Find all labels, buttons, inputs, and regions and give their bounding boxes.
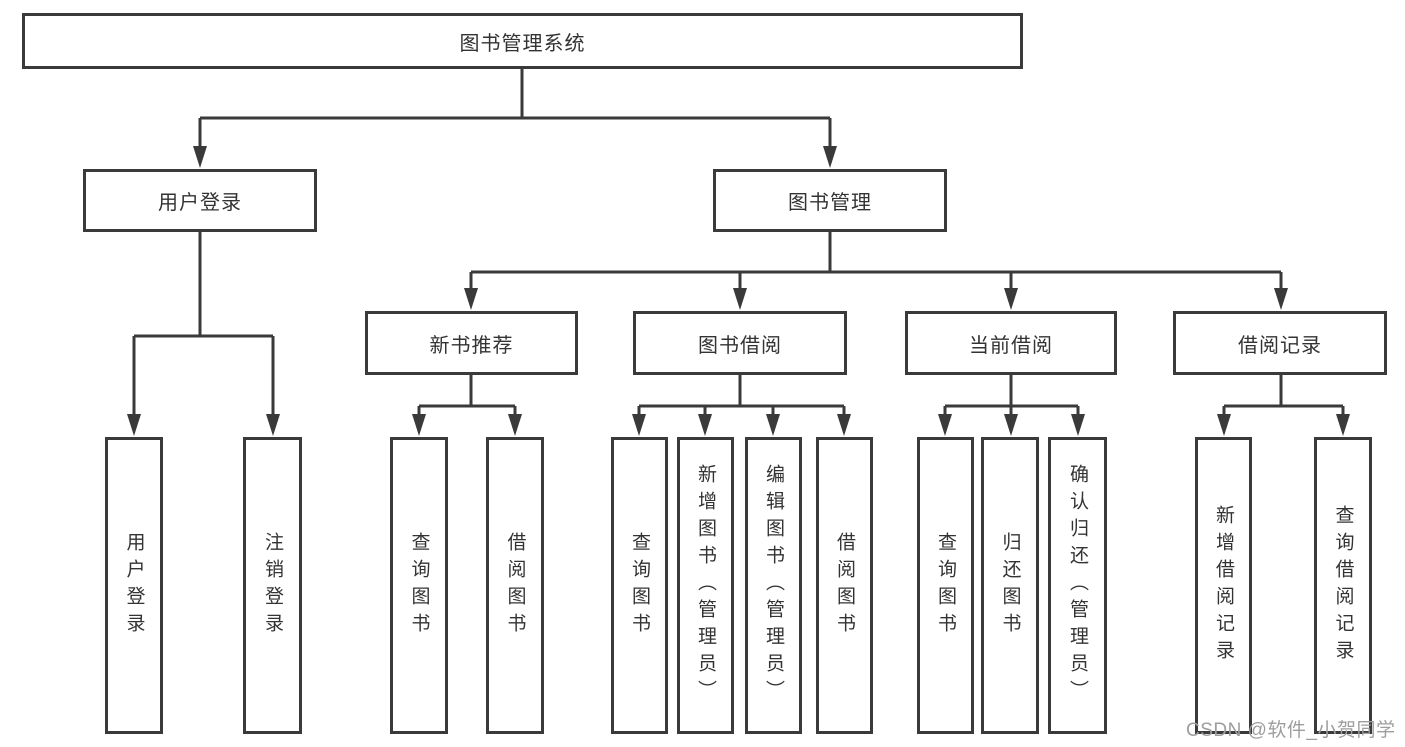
node-leaf-logout: 注销登录 [243, 437, 302, 734]
node-library-management-system: 图书管理系统 [22, 13, 1023, 69]
node-user-login: 用户登录 [83, 169, 317, 232]
node-leaf-borrow-books-recommend: 借阅图书 [486, 437, 544, 734]
node-leaf-query-books-borrowing: 查询图书 [611, 437, 668, 734]
node-new-book-recommendation: 新书推荐 [365, 311, 578, 375]
node-borrowing-records: 借阅记录 [1173, 311, 1387, 375]
node-leaf-add-borrow-record: 新增借阅记录 [1195, 437, 1252, 734]
node-leaf-borrow-books-borrowing: 借阅图书 [816, 437, 873, 734]
node-leaf-edit-book-admin: 编辑图书（管理员） [745, 437, 802, 734]
node-leaf-query-books-recommend: 查询图书 [390, 437, 448, 734]
watermark-text: CSDN @软件_小贺同学 [1186, 720, 1396, 741]
node-leaf-user-login: 用户登录 [105, 437, 163, 734]
node-book-management: 图书管理 [713, 169, 947, 232]
arrowheads [127, 146, 1350, 436]
node-book-borrowing: 图书借阅 [633, 311, 847, 375]
node-current-borrowing: 当前借阅 [905, 311, 1117, 375]
node-leaf-add-book-admin: 新增图书（管理员） [677, 437, 734, 734]
node-leaf-confirm-return-admin: 确认归还（管理员） [1048, 437, 1107, 734]
node-leaf-return-books: 归还图书 [981, 437, 1039, 734]
node-leaf-query-borrow-record: 查询借阅记录 [1314, 437, 1372, 734]
node-leaf-query-books-current: 查询图书 [917, 437, 974, 734]
